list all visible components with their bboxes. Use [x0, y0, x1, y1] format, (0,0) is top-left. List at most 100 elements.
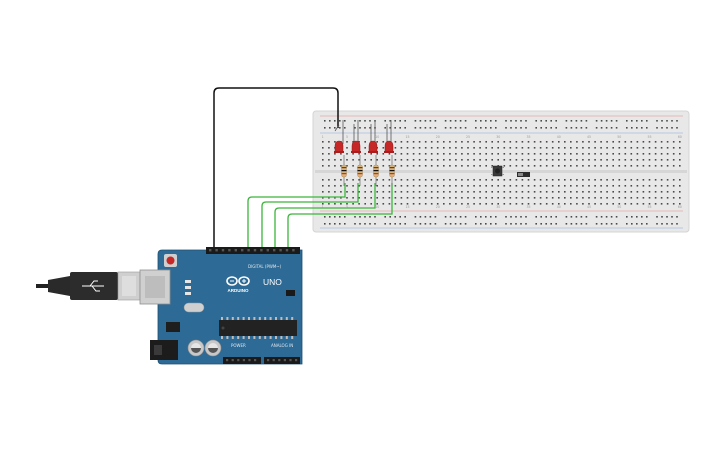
rail-hole[interactable] [424, 127, 427, 129]
breadboard-hole[interactable] [521, 153, 524, 155]
rail-hole[interactable] [570, 216, 573, 218]
rail-hole[interactable] [464, 223, 467, 225]
breadboard-hole[interactable] [582, 147, 584, 149]
rail-hole[interactable] [394, 127, 396, 129]
breadboard-hole[interactable] [648, 147, 651, 149]
breadboard-hole[interactable] [642, 147, 645, 149]
breadboard-hole[interactable] [322, 191, 324, 193]
rail-hole[interactable] [570, 120, 573, 122]
breadboard-hole[interactable] [436, 179, 439, 181]
rail-hole[interactable] [515, 223, 517, 225]
rail-hole[interactable] [459, 216, 462, 218]
breadboard-hole[interactable] [624, 153, 627, 155]
rail-hole[interactable] [495, 216, 497, 218]
digital-pin[interactable] [266, 249, 269, 252]
breadboard-hole[interactable] [606, 203, 608, 205]
breadboard-hole[interactable] [618, 185, 621, 187]
rail-hole[interactable] [329, 223, 331, 225]
breadboard-hole[interactable] [400, 141, 403, 143]
breadboard-hole[interactable] [533, 165, 536, 167]
rail-hole[interactable] [525, 127, 527, 129]
rail-hole[interactable] [339, 120, 341, 122]
breadboard-hole[interactable] [485, 147, 487, 149]
breadboard-hole[interactable] [340, 179, 342, 181]
breadboard-hole[interactable] [491, 141, 493, 143]
breadboard-hole[interactable] [642, 165, 645, 167]
breadboard-hole[interactable] [594, 147, 596, 149]
rail-hole[interactable] [626, 120, 628, 122]
breadboard-hole[interactable] [436, 197, 439, 199]
digital-pins[interactable] [209, 249, 295, 252]
breadboard-hole[interactable] [388, 159, 391, 161]
breadboard-hole[interactable] [551, 197, 554, 199]
rail-hole[interactable] [354, 120, 356, 122]
breadboard-hole[interactable] [660, 147, 663, 149]
breadboard-hole[interactable] [527, 185, 530, 187]
rail-hole[interactable] [610, 223, 613, 225]
rail-hole[interactable] [525, 120, 527, 122]
breadboard-hole[interactable] [430, 159, 433, 161]
breadboard-hole[interactable] [443, 197, 445, 199]
rail-hole[interactable] [429, 127, 432, 129]
breadboard-hole[interactable] [503, 153, 506, 155]
rail-hole[interactable] [404, 216, 406, 218]
breadboard-hole[interactable] [340, 165, 342, 167]
rail-hole[interactable] [535, 127, 537, 129]
breadboard-hole[interactable] [600, 165, 602, 167]
rail-hole[interactable] [429, 120, 432, 122]
breadboard-hole[interactable] [588, 159, 590, 161]
breadboard-hole[interactable] [515, 147, 518, 149]
breadboard-hole[interactable] [582, 203, 584, 205]
rail-hole[interactable] [540, 223, 542, 225]
breadboard-hole[interactable] [558, 203, 560, 205]
breadboard-hole[interactable] [479, 165, 481, 167]
breadboard-hole[interactable] [612, 165, 614, 167]
breadboard-hole[interactable] [509, 197, 512, 199]
rail-hole[interactable] [490, 223, 492, 225]
rail-hole[interactable] [414, 120, 417, 122]
breadboard-hole[interactable] [340, 159, 342, 161]
rail-hole[interactable] [404, 120, 406, 122]
breadboard-hole[interactable] [654, 153, 657, 155]
breadboard-hole[interactable] [334, 185, 336, 187]
breadboard-hole[interactable] [600, 197, 602, 199]
breadboard-hole[interactable] [582, 165, 584, 167]
breadboard-hole[interactable] [582, 191, 584, 193]
breadboard-hole[interactable] [400, 191, 403, 193]
breadboard-hole[interactable] [388, 179, 391, 181]
breadboard-hole[interactable] [364, 179, 366, 181]
breadboard-hole[interactable] [412, 203, 415, 205]
digital-pin[interactable] [260, 249, 263, 252]
breadboard-hole[interactable] [346, 165, 348, 167]
rail-hole[interactable] [600, 223, 603, 225]
rail-hole[interactable] [434, 120, 437, 122]
breadboard-hole[interactable] [358, 185, 360, 187]
breadboard-hole[interactable] [370, 165, 372, 167]
rail-hole[interactable] [359, 223, 361, 225]
breadboard-hole[interactable] [672, 159, 675, 161]
breadboard-hole[interactable] [624, 191, 627, 193]
breadboard-hole[interactable] [600, 185, 602, 187]
rail-hole[interactable] [329, 216, 331, 218]
breadboard-hole[interactable] [545, 191, 548, 193]
rail-hole[interactable] [404, 127, 406, 129]
breadboard-hole[interactable] [636, 147, 639, 149]
breadboard-hole[interactable] [679, 159, 681, 161]
rail-hole[interactable] [545, 120, 547, 122]
breadboard-hole[interactable] [612, 191, 614, 193]
breadboard-hole[interactable] [582, 185, 584, 187]
rail-hole[interactable] [490, 216, 492, 218]
rail-hole[interactable] [399, 216, 401, 218]
breadboard-hole[interactable] [400, 165, 403, 167]
breadboard-hole[interactable] [479, 191, 481, 193]
breadboard-hole[interactable] [600, 179, 602, 181]
rail-hole[interactable] [324, 216, 326, 218]
breadboard-hole[interactable] [455, 179, 457, 181]
rail-hole[interactable] [676, 127, 678, 129]
breadboard-hole[interactable] [672, 179, 675, 181]
breadboard-hole[interactable] [666, 159, 669, 161]
rail-hole[interactable] [475, 223, 477, 225]
breadboard-hole[interactable] [576, 179, 578, 181]
breadboard-hole[interactable] [461, 179, 463, 181]
rail-hole[interactable] [646, 216, 648, 218]
